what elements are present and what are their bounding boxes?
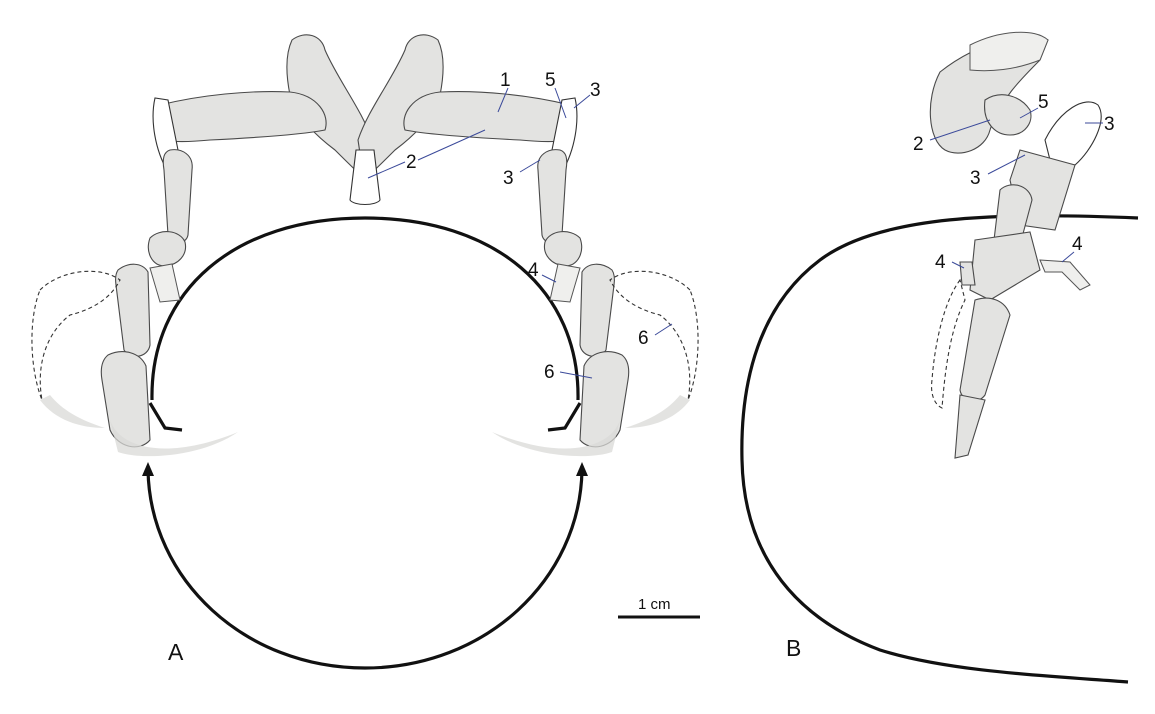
leader-a-1: [497, 87, 509, 113]
claw-sheath-left: [110, 420, 238, 457]
panel-label-a: A: [168, 639, 184, 665]
panel-label-b: B: [786, 635, 801, 661]
leader-a-3a: [573, 94, 591, 109]
coracoid-b: [984, 94, 1032, 136]
prey-outline-lower: [146, 469, 584, 670]
xiphisternum: [349, 149, 381, 206]
label-a-6-inner: 6: [544, 362, 555, 383]
label-a-2: 2: [406, 152, 417, 173]
coracoid-left: [159, 91, 327, 143]
label-a-6-outer: 6: [638, 328, 649, 349]
radioulna-right: [579, 263, 615, 357]
suprascapula-b: [1044, 101, 1102, 166]
elbow-right: [543, 231, 583, 267]
leader-b-5: [1019, 107, 1039, 119]
label-a-3-upper: 3: [590, 80, 601, 101]
prey-outline-left-tip: [148, 402, 183, 432]
leader-b-4-left: [951, 261, 965, 269]
body-outline-b: [740, 214, 1139, 684]
leader-a-5: [554, 87, 567, 119]
leader-a-4: [541, 274, 557, 283]
claw-bone-left: [100, 351, 151, 448]
humerus-right: [537, 149, 568, 244]
elbow-left: [147, 231, 187, 267]
leader-b-3-left: [987, 154, 1026, 175]
label-a-1: 1: [500, 70, 511, 91]
alt-limb-right-outline: [609, 270, 699, 401]
leader-a-2b: [367, 161, 406, 179]
label-b-2: 2: [913, 134, 924, 155]
label-b-3-left: 3: [970, 168, 981, 189]
carpal-left: [149, 263, 181, 303]
leader-a-3b: [519, 159, 541, 173]
label-b-4-left: 4: [935, 252, 946, 273]
leader-a-6a: [654, 323, 673, 336]
panel-b-illustration: 5 2 3 3 4 4: [740, 31, 1139, 684]
label-b-4-right: 4: [1072, 234, 1083, 255]
claw-b: [954, 394, 986, 459]
scale-bar: 1 cm: [618, 596, 700, 619]
panel-a-illustration: 1 2 5 3 3 4 6 6: [31, 34, 699, 670]
label-a-4: 4: [528, 260, 539, 281]
carpal-right: [549, 263, 581, 303]
manus-b: [959, 297, 1011, 402]
alt-limb-left-outline: [31, 270, 121, 401]
radioulna-left: [115, 263, 151, 357]
claw-sheath-right: [492, 420, 620, 457]
label-b-3-right: 3: [1104, 114, 1115, 135]
label-a-3-lower: 3: [503, 168, 514, 189]
alt-claw-left: [40, 395, 105, 428]
arrowhead-right: [576, 462, 588, 476]
leader-b-4-right: [1061, 251, 1075, 263]
arrowhead-left: [142, 462, 154, 476]
leader-a-2a: [417, 129, 486, 161]
prey-outline-upper: [150, 216, 580, 401]
radioulna-b: [969, 231, 1041, 301]
claw-bone-right: [579, 351, 630, 448]
sternal-plate-b-top: [969, 31, 1049, 72]
leader-b-2: [929, 119, 991, 141]
alt-claw-right: [625, 395, 690, 428]
label-b-5: 5: [1038, 92, 1049, 113]
label-a-5: 5: [545, 70, 556, 91]
leader-a-6b: [559, 371, 593, 379]
digits-b: [1039, 259, 1091, 291]
carpal-nub-b: [959, 261, 976, 286]
scale-bar-label: 1 cm: [638, 596, 671, 613]
alt-limb-b-outline: [931, 278, 966, 409]
prey-outline-right-tip: [547, 402, 582, 432]
humerus-left: [162, 149, 193, 244]
coracoid-right: [403, 91, 571, 143]
